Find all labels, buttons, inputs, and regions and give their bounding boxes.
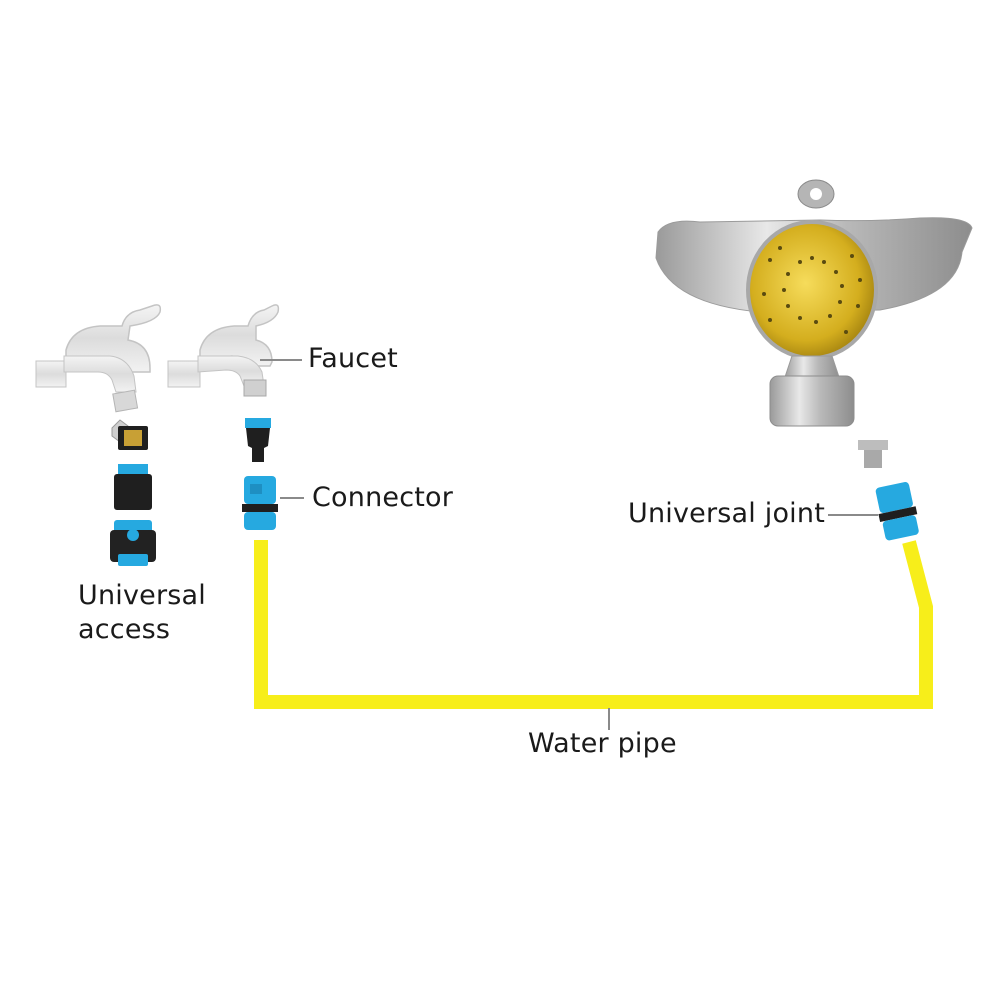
faucet-label: Faucet: [308, 343, 398, 374]
universal-joint: [858, 440, 919, 541]
faucet-adapter: [245, 418, 271, 462]
hose-connector: [242, 476, 278, 530]
water-pipe: [254, 540, 933, 709]
connector-label: Connector: [312, 482, 454, 513]
universal-joint-label: Universal joint: [628, 498, 825, 529]
universal-joint-leader: [828, 514, 878, 516]
faucet-icon: [167, 304, 280, 397]
faucet-leader: [260, 359, 302, 361]
connector-leader: [280, 497, 304, 499]
universal-access-label-line1: Universal: [78, 580, 206, 611]
universal-access-label-line2: access: [78, 614, 171, 645]
universal-access-adapter: [110, 419, 156, 566]
sprinkler-icon: [655, 179, 973, 427]
faucet-icon: [35, 304, 162, 413]
water-pipe-label: Water pipe: [528, 728, 677, 759]
water-pipe-leader: [608, 708, 610, 730]
